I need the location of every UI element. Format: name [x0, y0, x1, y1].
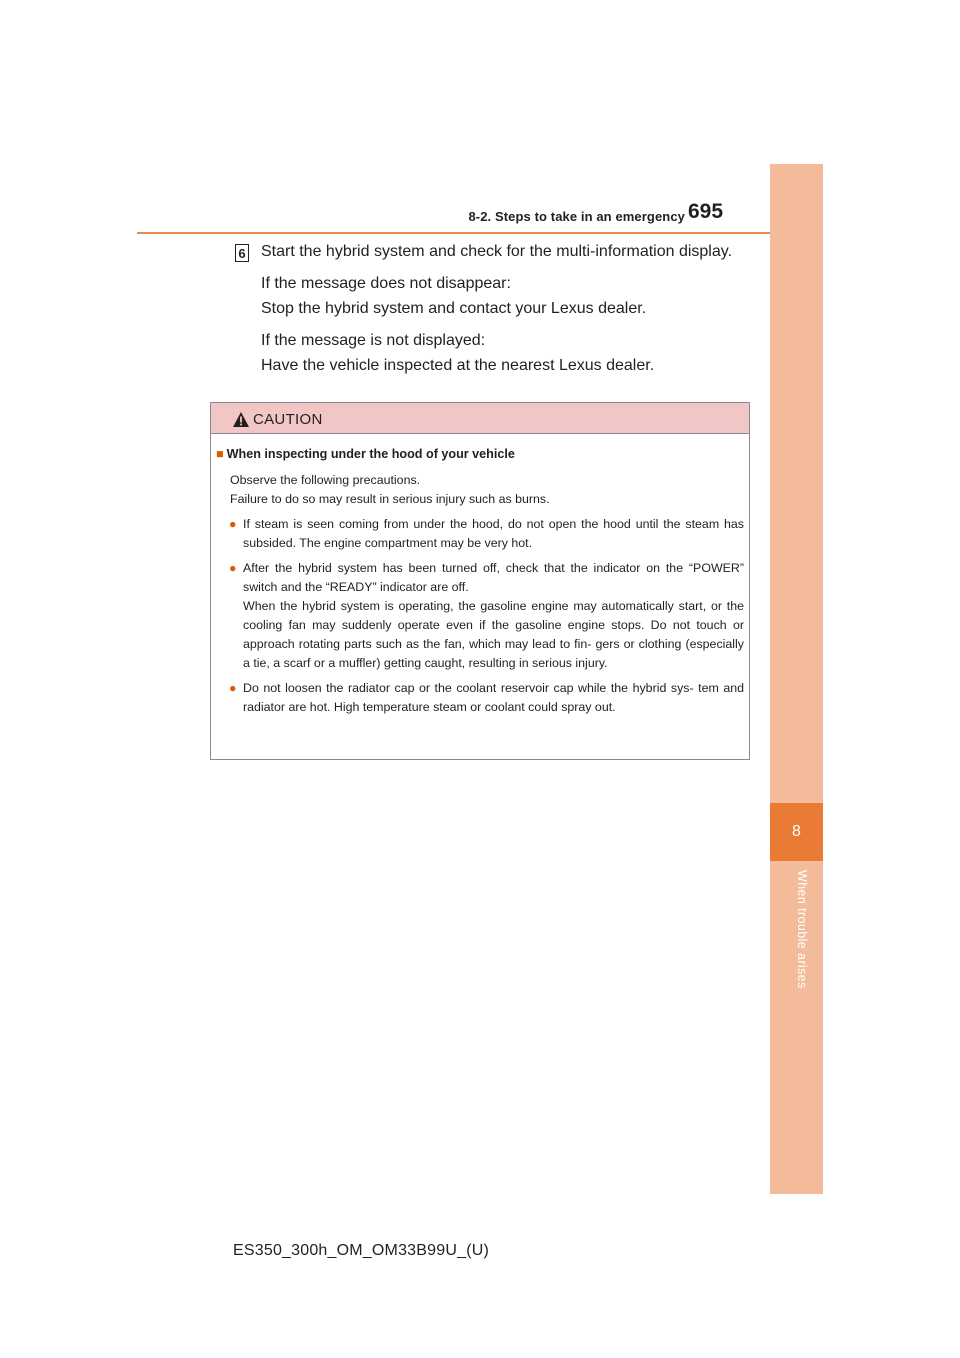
page-number: 695	[688, 200, 724, 223]
step-condition-2: If the message is not displayed:	[261, 332, 486, 349]
chapter-side-tab	[770, 164, 823, 1194]
step-number-badge: 6	[235, 244, 249, 262]
step-number: 6	[238, 245, 246, 261]
caution-bullet-continuation: When the hybrid system is operating, the…	[216, 597, 744, 673]
chapter-number: 8	[792, 823, 801, 840]
square-bullet-icon: ■	[216, 447, 224, 461]
step-condition-1: If the message does not disappear:	[261, 275, 511, 292]
caution-box: CAUTION ■When inspecting under the hood …	[210, 402, 750, 760]
caution-bullet: ● Do not loosen the radiator cap or the c…	[216, 679, 744, 717]
warning-triangle-icon	[233, 412, 249, 427]
caution-heading: ■When inspecting under the hood of your …	[216, 445, 744, 464]
caution-intro-line: Failure to do so may result in serious i…	[230, 492, 550, 506]
caution-intro-line: Observe the following precautions.	[230, 473, 421, 487]
caution-bullet-text: Do not loosen the radiator cap or the co…	[243, 681, 744, 714]
caution-bullet-text: If steam is seen coming from under the h…	[243, 517, 744, 550]
circle-bullet-icon: ●	[229, 517, 237, 531]
document-code: ES350_300h_OM_OM33B99U_(U)	[233, 1242, 490, 1259]
caution-bullet-text: When the hybrid system is operating, the…	[243, 599, 744, 670]
caution-bullet: ● If steam is seen coming from under the …	[216, 515, 744, 553]
step-action-1: Stop the hybrid system and contact your …	[261, 300, 647, 317]
caution-title: CAUTION	[253, 411, 323, 428]
chapter-label: When trouble arises	[795, 870, 809, 989]
step-action-2: Have the vehicle inspected at the neares…	[261, 357, 655, 374]
caution-body: ■When inspecting under the hood of your …	[216, 445, 744, 723]
chapter-number-tab: 8	[770, 803, 823, 861]
section-title: 8-2. Steps to take in an emergency	[468, 209, 685, 224]
caution-bullet-text: After the hybrid system has been turned …	[243, 561, 744, 594]
caution-heading-text: When inspecting under the hood of your v…	[226, 447, 515, 461]
header-divider	[137, 232, 823, 234]
caution-intro: Observe the following precautions. Failu…	[216, 471, 744, 509]
circle-bullet-icon: ●	[229, 561, 237, 575]
step-instruction: Start the hybrid system and check for th…	[261, 243, 733, 260]
caution-header: CAUTION	[211, 403, 749, 434]
caution-bullet: ● After the hybrid system has been turned…	[216, 559, 744, 597]
circle-bullet-icon: ●	[229, 681, 237, 695]
